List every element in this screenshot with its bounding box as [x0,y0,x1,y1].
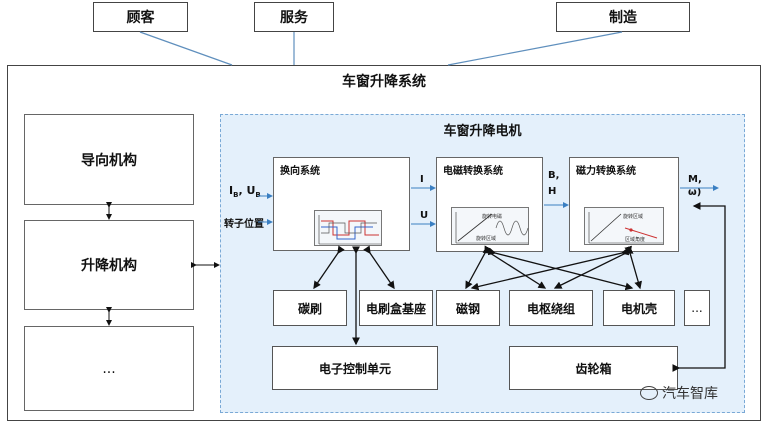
input-rotor-position: 转子位置 [224,219,264,230]
system-title: 车窗升降系统 [342,74,426,90]
stakeholder-manufacturing: 制造 [556,2,690,32]
electromagnetic-system-title: 电磁转换系统 [443,166,503,177]
electronic-control-unit: 电子控制单元 [272,346,438,390]
watermark-text: 汽车智库 [662,386,718,402]
guide-mechanism-label: 导向机构 [81,152,137,169]
stakeholder-customer-label: 顾客 [126,10,155,26]
manufacturing-link [447,31,623,66]
stakeholder-service: 服务 [254,2,334,32]
signal-h: H [548,186,557,197]
motor-title: 车窗升降电机 [443,124,522,139]
em-chart-label-bottom: 旋转区域 [476,236,497,242]
part-armature-winding: 电枢绕组 [509,290,593,326]
gearbox: 齿轮箱 [509,346,678,390]
commutation-system-title: 换向系统 [280,166,320,177]
more-side-components-label: ... [102,360,116,377]
part-magnet: 磁钢 [436,290,500,326]
input-current-voltage: IB, UB [229,184,261,200]
wechat-icon [640,386,658,400]
part-carbon-brush-label: 碳刷 [297,301,322,316]
stakeholder-service-label: 服务 [280,10,308,26]
magnetic-force-system: 磁力转换系统 旋转区域 区域角度 [569,157,679,252]
part-armature-winding-label: 电枢绕组 [526,301,575,316]
electromagnetic-chart: 旋转电磁 旋转区域 [451,207,529,245]
part-motor-housing: 电机壳 [603,290,675,326]
signal-m: M, [688,174,702,185]
em-chart-label-top: 旋转电磁 [482,214,503,220]
signal-voltage: U [420,210,429,221]
mf-chart-label-top: 旋转区域 [623,214,644,220]
stakeholder-manufacturing-label: 制造 [609,10,637,26]
electromagnetic-system: 电磁转换系统 旋转电磁 旋转区域 [436,157,543,252]
guide-mechanism: 导向机构 [24,114,194,205]
more-side-components: ... [24,326,194,411]
gearbox-label: 齿轮箱 [575,361,612,376]
lift-mechanism-label: 升降机构 [81,258,137,274]
mf-chart-label-bottom: 区域角度 [625,237,646,243]
part-magnet-label: 磁钢 [455,301,480,316]
electronic-control-unit-label: 电子控制单元 [318,361,391,376]
commutation-waveform-chart [314,210,382,246]
part-carbon-brush: 碳刷 [273,290,347,326]
stakeholder-customer: 顾客 [93,2,188,32]
part-motor-housing-label: 电机壳 [620,301,657,316]
watermark: 汽车智库 [640,383,718,403]
signal-current: I [420,174,424,185]
signal-b: B, [548,170,560,181]
magnetic-force-system-title: 磁力转换系统 [576,166,636,177]
magnetic-force-chart: 旋转区域 区域角度 [584,207,664,245]
signal-omega: ω) [688,187,702,198]
commutation-system: 换向系统 [273,157,410,251]
part-brush-box-base-label: 电刷盒基座 [365,301,426,316]
customer-link [139,31,233,66]
window-lift-system-frame [7,65,761,421]
